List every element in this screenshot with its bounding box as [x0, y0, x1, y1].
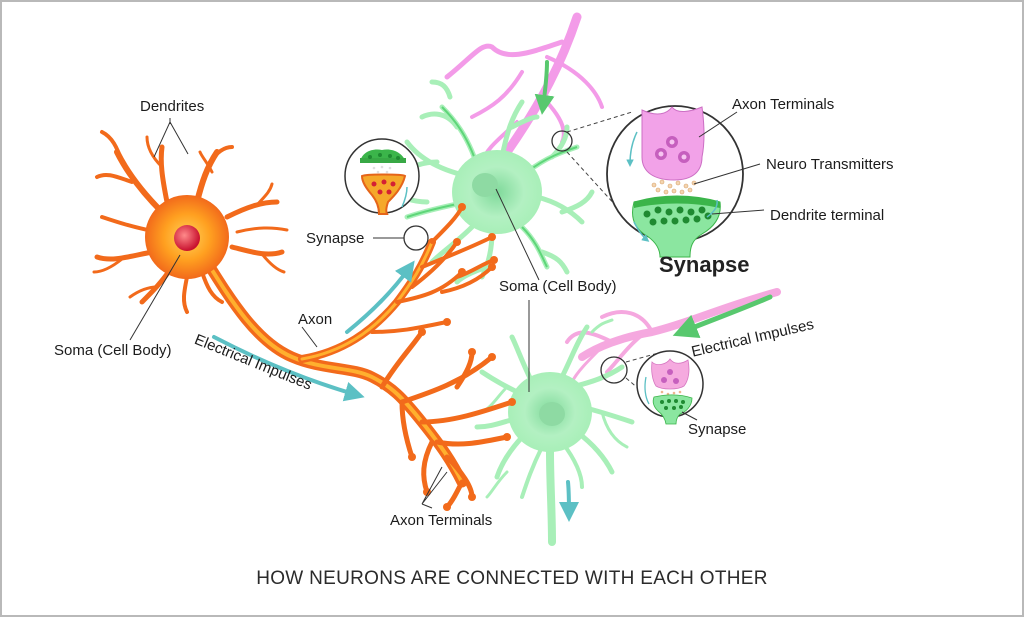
label-synapse-big: Synapse	[659, 252, 750, 277]
pink-axon-right	[565, 288, 781, 384]
label-dendrite-terminal: Dendrite terminal	[770, 207, 885, 224]
orange-neuron	[92, 130, 516, 511]
diagram-caption: HOW NEURONS ARE CONNECTED WITH EACH OTHE…	[256, 568, 768, 589]
leader-lines	[129, 118, 540, 509]
label-synapse-right: Synapse	[688, 421, 747, 438]
synapse-inset-right	[600, 350, 704, 425]
green-neuron-bottom	[474, 318, 635, 546]
label-synapse-left: Synapse	[306, 230, 365, 247]
green-neuron-top	[389, 79, 595, 285]
label-dendrites: Dendrites	[140, 98, 205, 115]
pink-axon-top	[444, 12, 604, 164]
label-axon-terminals-bottom: Axon Terminals	[390, 512, 493, 529]
impulse-arrows	[212, 60, 773, 522]
synapse-inset-big	[551, 105, 765, 258]
label-neuro-transmitters: Neuro Transmitters	[766, 156, 894, 173]
synapse-inset-left	[344, 138, 420, 215]
label-soma-left: Soma (Cell Body)	[54, 342, 172, 359]
label-soma-center: Soma (Cell Body)	[499, 278, 617, 295]
label-axon-terminals-top: Axon Terminals	[732, 96, 835, 113]
synapse-marker-left	[403, 225, 429, 251]
label-axon: Axon	[298, 311, 333, 328]
